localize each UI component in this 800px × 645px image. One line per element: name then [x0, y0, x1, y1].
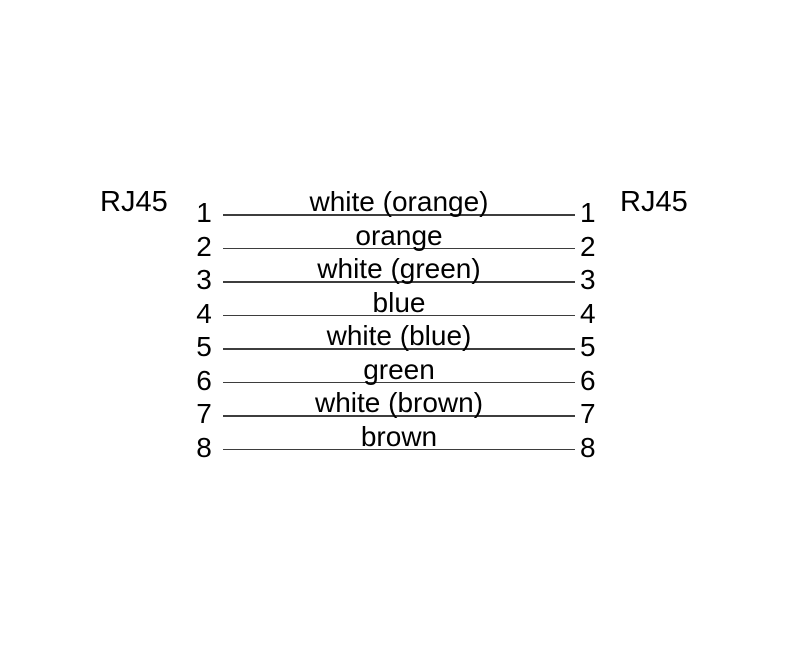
pin-number-left: 6	[196, 364, 212, 396]
pin-number-right: 1	[580, 197, 596, 228]
pin-number-right: 4	[580, 297, 596, 329]
wire-line	[223, 247, 575, 250]
pin-number-left: 1	[196, 197, 212, 228]
wire-color-label: white (orange)	[309, 186, 489, 217]
pin-number-left: 2	[196, 230, 212, 262]
pin-number-left: 7	[196, 398, 212, 429]
wire-color-label: white (blue)	[326, 320, 472, 351]
pin-number-right: 7	[580, 398, 596, 429]
pin-number-left: 8	[196, 431, 212, 463]
wire-line	[223, 314, 575, 317]
wire-line	[223, 281, 575, 283]
pin-number-left: 5	[196, 331, 212, 362]
wire-line	[223, 381, 575, 384]
wire-line	[223, 214, 575, 216]
wire-line	[223, 448, 575, 451]
pin-number-right: 8	[580, 431, 596, 463]
wire-color-label: orange	[355, 219, 443, 251]
pin-number-right: 3	[580, 264, 596, 295]
wire-color-label: green	[363, 353, 435, 385]
pin-number-right: 2	[580, 230, 596, 262]
wire-color-label: white (green)	[317, 253, 481, 284]
wire-color-label: blue	[372, 286, 426, 318]
pin-number-right: 5	[580, 331, 596, 362]
left-connector-label: RJ45	[100, 186, 168, 218]
pin-number-left: 4	[196, 297, 212, 329]
right-connector-label: RJ45	[620, 186, 688, 218]
wire-line	[223, 348, 575, 350]
pin-number-right: 6	[580, 364, 596, 396]
wire-line	[223, 415, 575, 417]
wire-color-label: white (brown)	[314, 387, 484, 418]
pin-number-left: 3	[196, 264, 212, 295]
wire-color-label: brown	[360, 420, 438, 452]
